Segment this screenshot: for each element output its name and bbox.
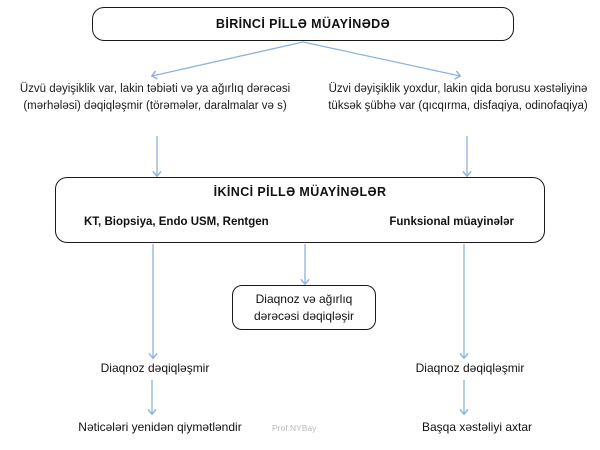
stage1-box: BİRİNCİ PİLLƏ MÜAYİNƏDƏ: [92, 7, 514, 41]
outcome-right-final: Başqa xəstəliyi axtar: [421, 420, 533, 434]
diagnosis-line-2: dərəcəsi dəqiqləşir: [253, 308, 355, 323]
stage1-label: BİRİNCİ PİLLƏ MÜAYİNƏDƏ: [215, 17, 391, 31]
stage2-left-methods: KT, Biopsiya, Endo USM, Rentgen: [84, 216, 269, 228]
watermark: Prof.NYBay: [272, 423, 317, 433]
stage2-right-methods: Funksional müayinələr: [389, 216, 514, 228]
stage2-box: İKİNCİ PİLLƏ MÜAYİNƏLƏR KT, Biopsiya, En…: [55, 177, 545, 243]
branch-left-text: Üzvü dəyişiklik var, lakin təbiəti və ya…: [19, 83, 291, 112]
diagnosis-text: Diaqnoz və ağırlıq dərəcəsi dəqiqləşir: [254, 291, 354, 323]
stage2-title: İKİNCİ PİLLƏ MÜAYİNƏLƏR: [213, 185, 387, 199]
outcome-left-unclear: Diaqnoz dəqiqləşmir: [100, 361, 210, 375]
outcome-right-unclear: Diaqnoz dəqiqləşmir: [415, 361, 525, 375]
diagnosis-box: Diaqnoz və ağırlıq dərəcəsi dəqiqləşir: [232, 285, 376, 330]
arrow-stage1-to-left-branch: [150, 41, 304, 80]
diagnosis-line-1: Diaqnoz və ağırlıq: [255, 292, 353, 307]
branch-right-text: Üzvi dəyişiklik yoxdur, lakin qida borus…: [328, 83, 588, 112]
outcome-left-final: Nəticələri yenidən qiymətləndir: [78, 420, 242, 434]
arrow-stage1-to-right-branch: [302, 41, 462, 80]
